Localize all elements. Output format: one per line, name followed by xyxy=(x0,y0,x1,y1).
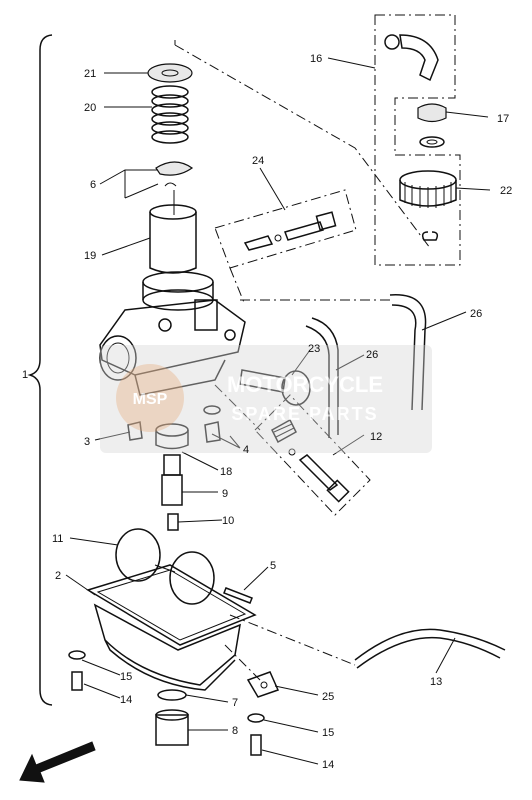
part-16-elbow-fitting xyxy=(384,34,439,82)
part-26-lower-hose xyxy=(305,317,339,438)
assembly-bracket xyxy=(27,34,53,706)
callout-7: 7 xyxy=(232,697,238,709)
part-3-jet xyxy=(127,421,143,441)
callout-23: 23 xyxy=(308,343,320,355)
part-11-floats xyxy=(115,528,215,605)
dashed-box-24 xyxy=(214,189,357,269)
part-26-upper-hose xyxy=(389,294,427,411)
part-6-needle-clip-plate xyxy=(155,161,194,215)
part-17-cap-washer xyxy=(417,103,447,148)
callout-1: 1 xyxy=(22,369,28,381)
float-bowl xyxy=(93,603,241,691)
callout-13: 13 xyxy=(430,676,442,688)
callout-10: 10 xyxy=(222,515,234,527)
callout-3: 3 xyxy=(84,436,90,448)
part-8-drain-plug xyxy=(155,709,189,746)
watermark: MSP MOTORCYCLE SPARE PARTS xyxy=(100,345,432,453)
carburetor-body xyxy=(99,271,246,396)
part-24-pilot-screw-set xyxy=(243,211,337,251)
watermark-line-2: SPARE PARTS xyxy=(231,404,378,424)
part-5-float-pin xyxy=(223,587,253,604)
callout-16: 16 xyxy=(310,53,322,65)
callout-labels: 1 21 20 6 19 24 16 17 22 26 26 23 12 3 4… xyxy=(22,53,512,771)
part-20-throttle-spring xyxy=(151,85,189,144)
part-14-screw-left xyxy=(71,671,83,691)
part-9-needle-jet xyxy=(161,454,183,506)
front-arrow-icon xyxy=(19,741,96,783)
part-21-cap-plate xyxy=(147,63,193,83)
part-7-o-ring xyxy=(157,689,187,701)
callout-12: 12 xyxy=(370,431,382,443)
part-15-washer-right xyxy=(247,713,265,723)
part-14-screw-right xyxy=(250,734,262,756)
part-22-mixing-chamber-cap xyxy=(399,170,457,241)
callout-4: 4 xyxy=(243,444,249,456)
leader-lines xyxy=(65,57,491,765)
callout-15-right: 15 xyxy=(322,727,334,739)
callout-22: 22 xyxy=(500,185,512,197)
part-4-screw-set xyxy=(203,405,221,443)
callout-5: 5 xyxy=(270,560,276,572)
callout-26-upper: 26 xyxy=(470,308,482,320)
part-23-starter-plunger xyxy=(239,369,311,406)
part-25-bracket xyxy=(246,671,280,698)
reference-line-bowl xyxy=(229,614,356,666)
callout-6: 6 xyxy=(90,179,96,191)
callout-2: 2 xyxy=(55,570,61,582)
reference-line-24 xyxy=(229,267,246,306)
callout-15-left: 15 xyxy=(120,671,132,683)
callout-11: 11 xyxy=(52,533,63,545)
callout-26-lower: 26 xyxy=(366,349,378,361)
part-19-throttle-valve xyxy=(149,204,197,274)
reference-line-13 xyxy=(224,644,261,681)
callout-17: 17 xyxy=(497,113,509,125)
callout-18: 18 xyxy=(220,466,232,478)
part-12-throttle-stop-screw xyxy=(271,418,350,503)
part-10-main-jet xyxy=(167,513,179,531)
callout-21: 21 xyxy=(84,68,96,80)
reference-line-top xyxy=(174,40,431,249)
part-18-gasket xyxy=(155,423,189,450)
watermark-logo-text: MSP xyxy=(133,391,168,408)
callout-14-left: 14 xyxy=(120,694,132,706)
part-15-washer-left xyxy=(68,650,86,660)
callout-24: 24 xyxy=(252,155,264,167)
watermark-logo-icon xyxy=(116,364,184,432)
callout-9: 9 xyxy=(222,488,228,500)
dashed-box-upper-right xyxy=(374,14,461,266)
callout-25: 25 xyxy=(322,691,334,703)
watermark-line-1: MOTORCYCLE xyxy=(227,372,383,397)
callout-14-right: 14 xyxy=(322,759,334,771)
part-2-float-bowl-gasket xyxy=(86,564,257,646)
callout-20: 20 xyxy=(84,102,96,114)
callout-8: 8 xyxy=(232,725,238,737)
part-13-overflow-hose xyxy=(354,628,506,669)
dashed-box-12 xyxy=(254,394,371,516)
callout-19: 19 xyxy=(84,250,96,262)
